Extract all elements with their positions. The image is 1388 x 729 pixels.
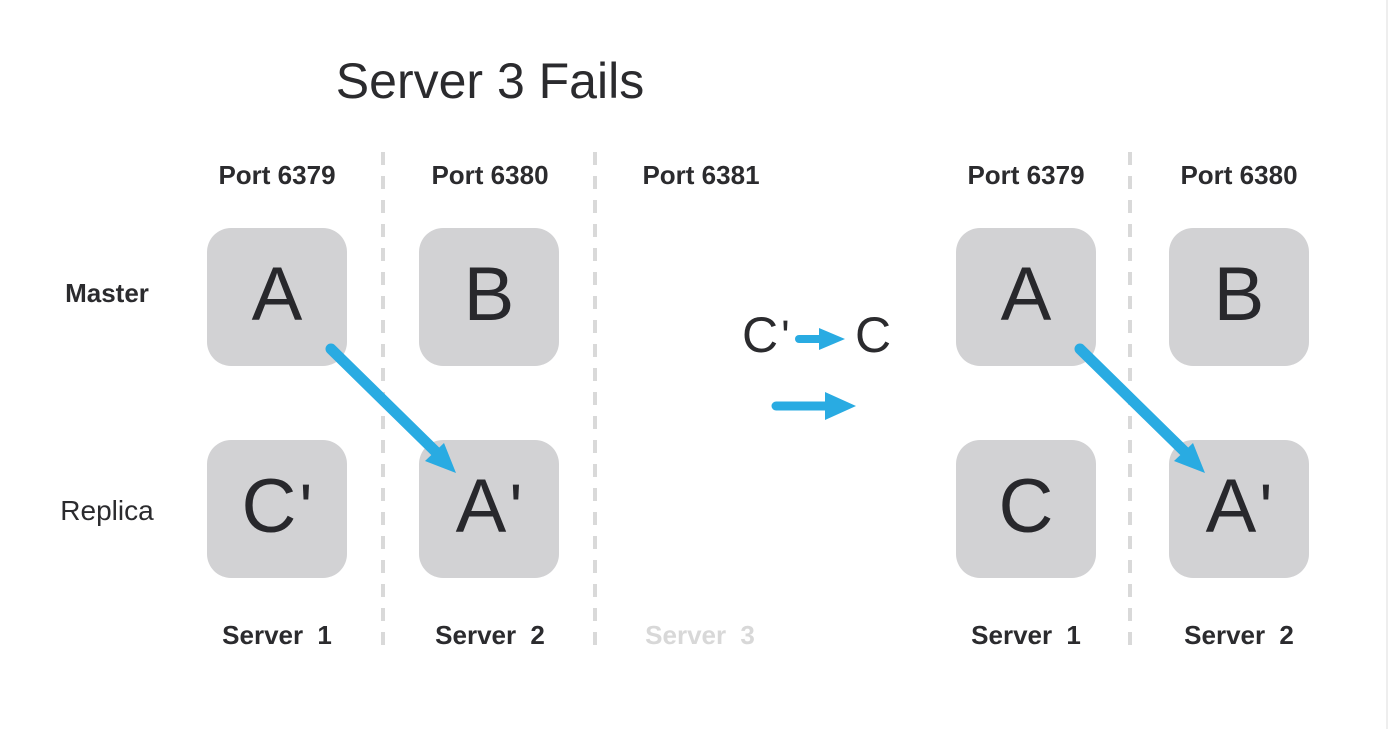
box-letter: B bbox=[1213, 252, 1265, 337]
port-label-6380-left: Port 6380 bbox=[431, 160, 549, 190]
shard-box-master-a-left: A bbox=[207, 228, 347, 366]
promotion-arrow-icon bbox=[795, 328, 845, 350]
box-letter: C bbox=[241, 464, 297, 549]
row-label-replica: Replica bbox=[60, 495, 154, 526]
port-label-6379-left: Port 6379 bbox=[218, 160, 336, 190]
port-label-6379-right: Port 6379 bbox=[967, 160, 1085, 190]
column-divider bbox=[381, 152, 385, 655]
box-letter: A bbox=[1205, 464, 1257, 549]
prime-mark: ' bbox=[299, 471, 313, 547]
canvas-right-edge bbox=[1386, 0, 1388, 729]
diagram-title: Server 3 Fails bbox=[335, 53, 645, 109]
prime-mark: ' bbox=[1259, 471, 1273, 547]
shard-box-master-b-right: B bbox=[1169, 228, 1309, 366]
server-label-2-right: Server 2 bbox=[1184, 620, 1294, 650]
shard-box-master-a-right: A bbox=[956, 228, 1096, 366]
box-letter: A bbox=[1000, 252, 1052, 337]
port-label-6380-right: Port 6380 bbox=[1180, 160, 1298, 190]
server-label-2-left: Server 2 bbox=[435, 620, 545, 650]
server-label-3-failed: Server 3 bbox=[645, 620, 755, 650]
server-label-1-left: Server 1 bbox=[222, 620, 332, 650]
box-letter: B bbox=[463, 252, 515, 337]
promotion-from-label: C' bbox=[742, 307, 790, 363]
shard-box-replica-a-left: A' bbox=[419, 440, 559, 578]
prime-mark: ' bbox=[781, 311, 790, 362]
shard-box-master-c-right: C bbox=[956, 440, 1096, 578]
box-letter: A bbox=[251, 252, 303, 337]
promotion-to-label: C bbox=[855, 307, 892, 363]
row-label-master: Master bbox=[65, 278, 149, 308]
box-letter: C bbox=[998, 464, 1054, 549]
prime-mark: ' bbox=[509, 471, 523, 547]
shard-box-replica-c-left: C' bbox=[207, 440, 347, 578]
server-label-1-right: Server 1 bbox=[971, 620, 1081, 650]
box-letter: A bbox=[455, 464, 507, 549]
shard-box-master-b-left: B bbox=[419, 228, 559, 366]
transition-arrow bbox=[771, 392, 856, 420]
port-label-6381-left: Port 6381 bbox=[642, 160, 760, 190]
column-divider bbox=[1128, 152, 1132, 655]
column-divider bbox=[593, 152, 597, 655]
shard-box-replica-a-right: A' bbox=[1169, 440, 1309, 578]
